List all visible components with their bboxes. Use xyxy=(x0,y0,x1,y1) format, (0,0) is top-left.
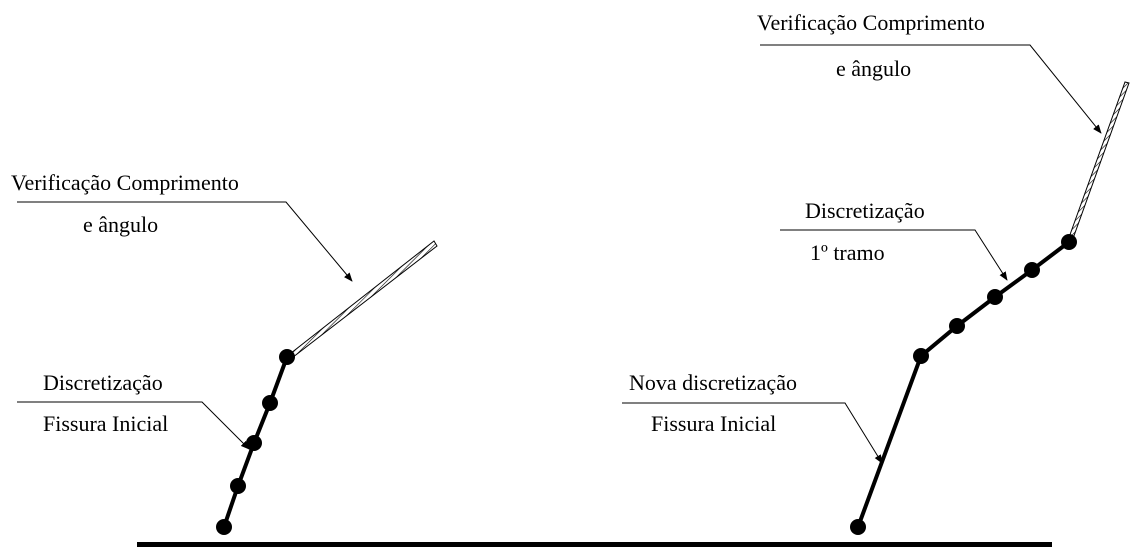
left-check-label-1: Verificação Comprimento xyxy=(11,170,239,195)
left-disc-label-2: Fissura Inicial xyxy=(43,411,168,436)
right-newdisc-leader xyxy=(622,402,883,464)
left-check-leader xyxy=(17,201,353,282)
right-disc-leader xyxy=(780,229,1008,281)
right-check-leader xyxy=(760,44,1102,134)
right-node-6 xyxy=(1061,234,1077,250)
left-node-2 xyxy=(230,478,246,494)
right-disc-label-1: Discretização xyxy=(805,198,925,223)
left-node-4 xyxy=(262,395,278,411)
right-crack-group: Verificação Comprimento e ângulo Discret… xyxy=(622,10,1130,535)
right-crack-path xyxy=(856,240,1071,528)
left-disc-leader xyxy=(17,401,250,450)
left-crack-group: Verificação Comprimento e ângulo Discret… xyxy=(11,170,438,535)
right-check-segment xyxy=(1066,81,1130,245)
right-newdisc-label-2: Fissura Inicial xyxy=(651,411,776,436)
right-check-label-1: Verificação Comprimento xyxy=(757,10,985,35)
right-newdisc-label-1: Nova discretização xyxy=(629,370,797,395)
left-check-label-2: e ângulo xyxy=(83,212,158,237)
left-check-segment xyxy=(285,240,438,362)
right-node-5 xyxy=(1024,262,1040,278)
right-node-3 xyxy=(949,318,965,334)
left-disc-label-1: Discretização xyxy=(43,370,163,395)
right-node-4 xyxy=(987,289,1003,305)
right-disc-label-2: 1º tramo xyxy=(810,240,885,265)
left-node-1 xyxy=(216,519,232,535)
left-node-3 xyxy=(246,435,262,451)
right-check-label-2: e ângulo xyxy=(836,56,911,81)
right-node-2 xyxy=(913,348,929,364)
left-node-5 xyxy=(279,349,295,365)
right-node-1 xyxy=(850,519,866,535)
